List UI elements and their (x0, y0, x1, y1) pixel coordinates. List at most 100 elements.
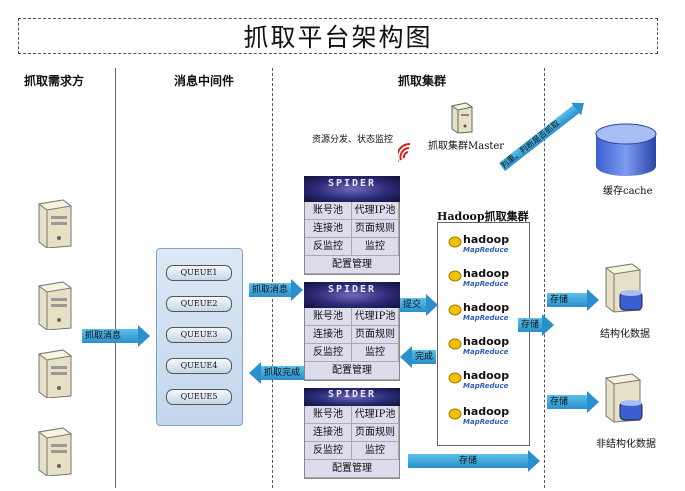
spider-cell: 代理IP池 (352, 202, 399, 220)
spider-cell: 账号池 (305, 202, 352, 220)
server-icon (37, 427, 73, 476)
arrow-dedupe: 判重、判断是否抓取 (498, 94, 593, 173)
spider-cell: 账号池 (305, 406, 352, 424)
elephant-icon (448, 236, 462, 248)
structured-data-label: 结构化数据 (600, 329, 650, 340)
spider-logo: SPIDER (304, 176, 400, 202)
server-icon (37, 281, 73, 330)
arrow-label: 提交 (400, 298, 426, 312)
queue-item: QUEUE5 (166, 389, 232, 405)
elephant-icon (448, 304, 462, 316)
queue-item: QUEUE4 (166, 358, 232, 374)
spider-cell: 账号池 (305, 308, 352, 326)
spider-cell: 监控 (352, 344, 399, 362)
spider-footer: 配置管理 (305, 460, 399, 478)
unstructured-data-label: 非结构化数据 (596, 439, 656, 450)
arrow-label: 抓取消息 (82, 329, 138, 343)
arrow-label: 完成 (412, 350, 436, 364)
separator-solid (115, 68, 116, 488)
spider-cell: 连接池 (305, 220, 352, 238)
hadoop-logo-word: hadoop (463, 369, 510, 382)
spider-cell: 连接池 (305, 424, 352, 442)
spider-node: SPIDER 账号池 代理IP池 连接池 页面规则 反监控 监控 配置管理 (304, 388, 400, 479)
spider-node: SPIDER 账号池 代理IP池 连接池 页面规则 反监控 监控 配置管理 (304, 282, 400, 381)
separator-dashed-2 (544, 68, 545, 488)
structured-data-server-icon (604, 263, 643, 313)
arrow-head (587, 289, 599, 311)
arrow-fetch-done: 抓取完成 (249, 362, 305, 384)
arrow-store-bottom: 存储 (408, 450, 540, 472)
arrow-head (528, 450, 540, 472)
diagram-title: 抓取平台架构图 (18, 18, 658, 54)
elephant-icon (448, 372, 462, 384)
arrow-label: 抓取完成 (261, 366, 305, 380)
message-queue-panel: QUEUE1 QUEUE2 QUEUE3 QUEUE4 QUEUE5 (156, 248, 243, 426)
spider-cell: 页面规则 (352, 326, 399, 344)
arrow-head (291, 279, 303, 301)
arrow-send-message: 抓取消息 (82, 325, 150, 347)
queue-item: QUEUE3 (166, 327, 232, 343)
cache-database-icon (595, 123, 657, 176)
column-header-requester: 抓取需求方 (24, 74, 85, 88)
hadoop-logo-word: hadoop (463, 405, 510, 418)
spider-cell: 监控 (352, 238, 399, 256)
arrow-label: 抓取消息 (249, 283, 291, 297)
spider-logo: SPIDER (304, 388, 400, 406)
arrow-head (400, 346, 412, 368)
arrow-head (542, 314, 554, 336)
elephant-icon (448, 408, 462, 420)
hadoop-logo-sub: MapReduce (463, 314, 509, 322)
separator-dashed-1 (272, 68, 273, 488)
arrow-label: 存储 (547, 293, 587, 307)
spider-cell: 连接池 (305, 326, 352, 344)
arrow-store-unstructured: 存储 (547, 391, 599, 413)
wireless-signal-icon (398, 143, 411, 162)
spider-cell: 监控 (352, 442, 399, 460)
hadoop-logo-word: hadoop (463, 335, 510, 348)
hadoop-logo-icon: hadoop MapReduce (448, 301, 514, 327)
arrow-head (138, 325, 150, 347)
spider-cell: 页面规则 (352, 220, 399, 238)
server-icon (37, 349, 73, 398)
arrow-label: 判重、判断是否抓取 (498, 105, 580, 171)
spider-cell: 反监控 (305, 238, 352, 256)
arrow-store-structured: 存储 (547, 289, 599, 311)
spider-node: SPIDER 账号池 代理IP池 连接池 页面规则 反监控 监控 配置管理 (304, 176, 400, 275)
hadoop-logo-sub: MapReduce (463, 418, 509, 426)
master-note: 资源分发、状态监控 (312, 135, 394, 145)
hadoop-logo-icon: hadoop MapReduce (448, 233, 514, 259)
hadoop-cluster-title: Hadoop抓取集群 (437, 210, 529, 223)
arrow-fetch-message: 抓取消息 (249, 279, 303, 301)
queue-item: QUEUE2 (166, 296, 232, 312)
hadoop-logo-sub: MapReduce (463, 280, 509, 288)
hadoop-logo-word: hadoop (463, 301, 510, 314)
arrow-label: 存储 (408, 454, 528, 468)
elephant-icon (448, 338, 462, 350)
arrow-complete: 完成 (400, 346, 436, 368)
cache-label: 缓存cache (603, 186, 653, 197)
hadoop-logo-sub: MapReduce (463, 382, 509, 390)
arrow-head (426, 294, 438, 316)
queue-item: QUEUE1 (166, 265, 232, 281)
hadoop-cluster-box: hadoop MapReduce hadoop MapReduce hadoop… (437, 222, 530, 446)
arrow-head (249, 362, 261, 384)
server-icon (37, 199, 73, 248)
column-header-middleware: 消息中间件 (174, 74, 235, 88)
hadoop-logo-icon: hadoop MapReduce (448, 405, 514, 431)
arrow-submit: 提交 (400, 294, 438, 316)
spider-cell: 代理IP池 (352, 406, 399, 424)
spider-cell: 反监控 (305, 344, 352, 362)
hadoop-logo-sub: MapReduce (463, 246, 509, 254)
hadoop-logo-word: hadoop (463, 267, 510, 280)
spider-cell: 代理IP池 (352, 308, 399, 326)
spider-cell: 页面规则 (352, 424, 399, 442)
hadoop-logo-icon: hadoop MapReduce (448, 267, 514, 293)
hadoop-logo-icon: hadoop MapReduce (448, 335, 514, 361)
master-server-icon (450, 102, 474, 134)
spider-footer: 配置管理 (305, 256, 399, 274)
arrow-label: 存储 (518, 318, 542, 332)
unstructured-data-server-icon (604, 373, 643, 423)
spider-footer: 配置管理 (305, 362, 399, 380)
elephant-icon (448, 270, 462, 282)
hadoop-logo-icon: hadoop MapReduce (448, 369, 514, 395)
